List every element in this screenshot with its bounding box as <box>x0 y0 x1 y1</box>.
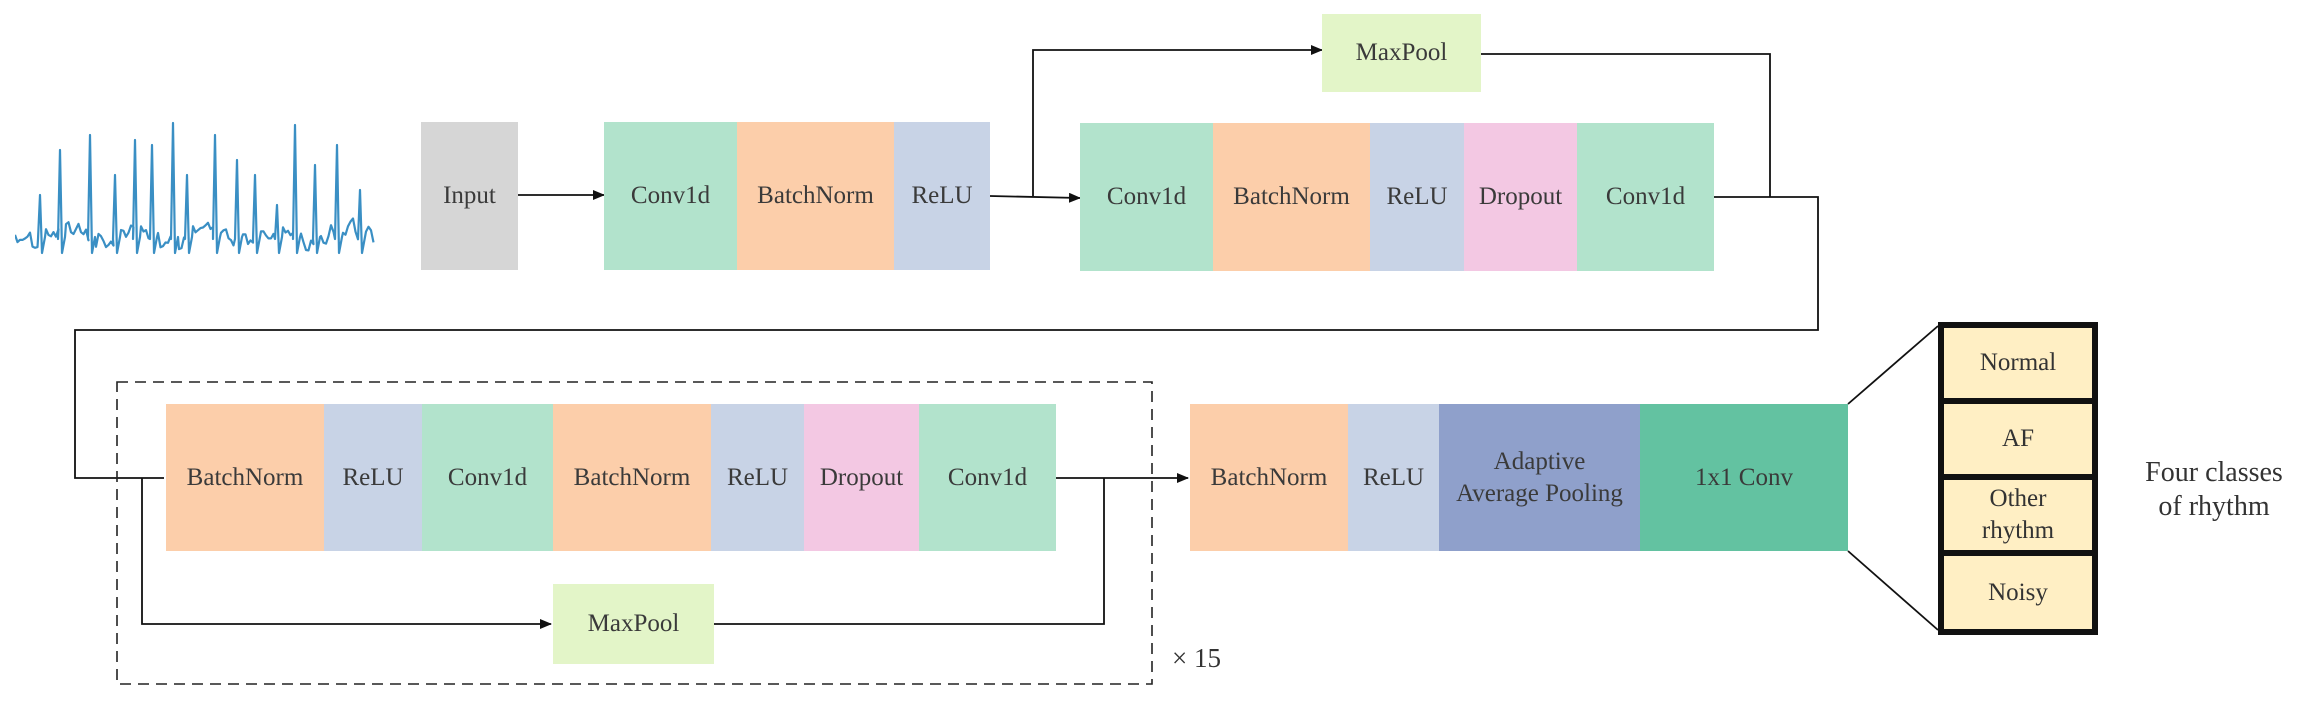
repeat-block-dashed-frame <box>116 381 1153 685</box>
repeat-batchnorm-block: BatchNorm <box>166 404 324 551</box>
stage2-conv1d-block: Conv1d <box>1080 123 1213 271</box>
repeat-conv1d-block-2: Conv1d <box>919 404 1056 551</box>
ecg-trace <box>15 121 375 255</box>
head-batchnorm-block: BatchNorm <box>1190 404 1348 551</box>
line-maxpool-bypass <box>1481 53 1771 197</box>
head-adaptive-average-pooling-block: Adaptive Average Pooling <box>1439 404 1640 551</box>
line-head-to-outputs-top <box>1847 325 1939 405</box>
head-1x1-conv-block: 1x1 Conv <box>1640 404 1848 551</box>
input-block: Input <box>421 122 518 270</box>
ecg-waveform-image <box>15 121 375 255</box>
output-classes-caption: Four classes of rhythm <box>2145 457 2283 522</box>
repeat-relu-block: ReLU <box>324 404 422 551</box>
repeat-relu-block-2: ReLU <box>711 404 804 551</box>
arrow-stage1-to-maxpool <box>1032 45 1323 196</box>
output-class-other-rhythm: Other rhythm <box>1938 474 2098 556</box>
arrow-repeat-skip-to-maxpool <box>141 478 552 629</box>
stage1-batchnorm-block: BatchNorm <box>737 122 894 270</box>
line-head-to-outputs-bottom <box>1847 550 1939 631</box>
repeat-maxpool-block: MaxPool <box>553 584 714 664</box>
output-class-normal: Normal <box>1938 322 2098 404</box>
line-stage2-to-repeat <box>74 196 1819 479</box>
stage2-conv1d-block-2: Conv1d <box>1577 123 1714 271</box>
repeat-count-label: × 15 <box>1172 643 1221 673</box>
output-class-af: AF <box>1938 398 2098 480</box>
stage1-relu-block: ReLU <box>894 122 990 270</box>
stage1-conv1d-block: Conv1d <box>604 122 737 270</box>
repeat-conv1d-block: Conv1d <box>422 404 553 551</box>
output-class-noisy: Noisy <box>1938 550 2098 635</box>
repeat-batchnorm-block-2: BatchNorm <box>553 404 711 551</box>
arrow-stage1-to-stage2 <box>989 192 1081 203</box>
line-repeat-maxpool-merge <box>714 478 1105 625</box>
stage2-dropout-block: Dropout <box>1464 123 1577 271</box>
stage2-maxpool-block: MaxPool <box>1322 14 1481 92</box>
head-relu-block: ReLU <box>1348 404 1439 551</box>
stage2-batchnorm-block: BatchNorm <box>1213 123 1370 271</box>
stage2-relu-block: ReLU <box>1370 123 1464 271</box>
repeat-dropout-block: Dropout <box>804 404 919 551</box>
